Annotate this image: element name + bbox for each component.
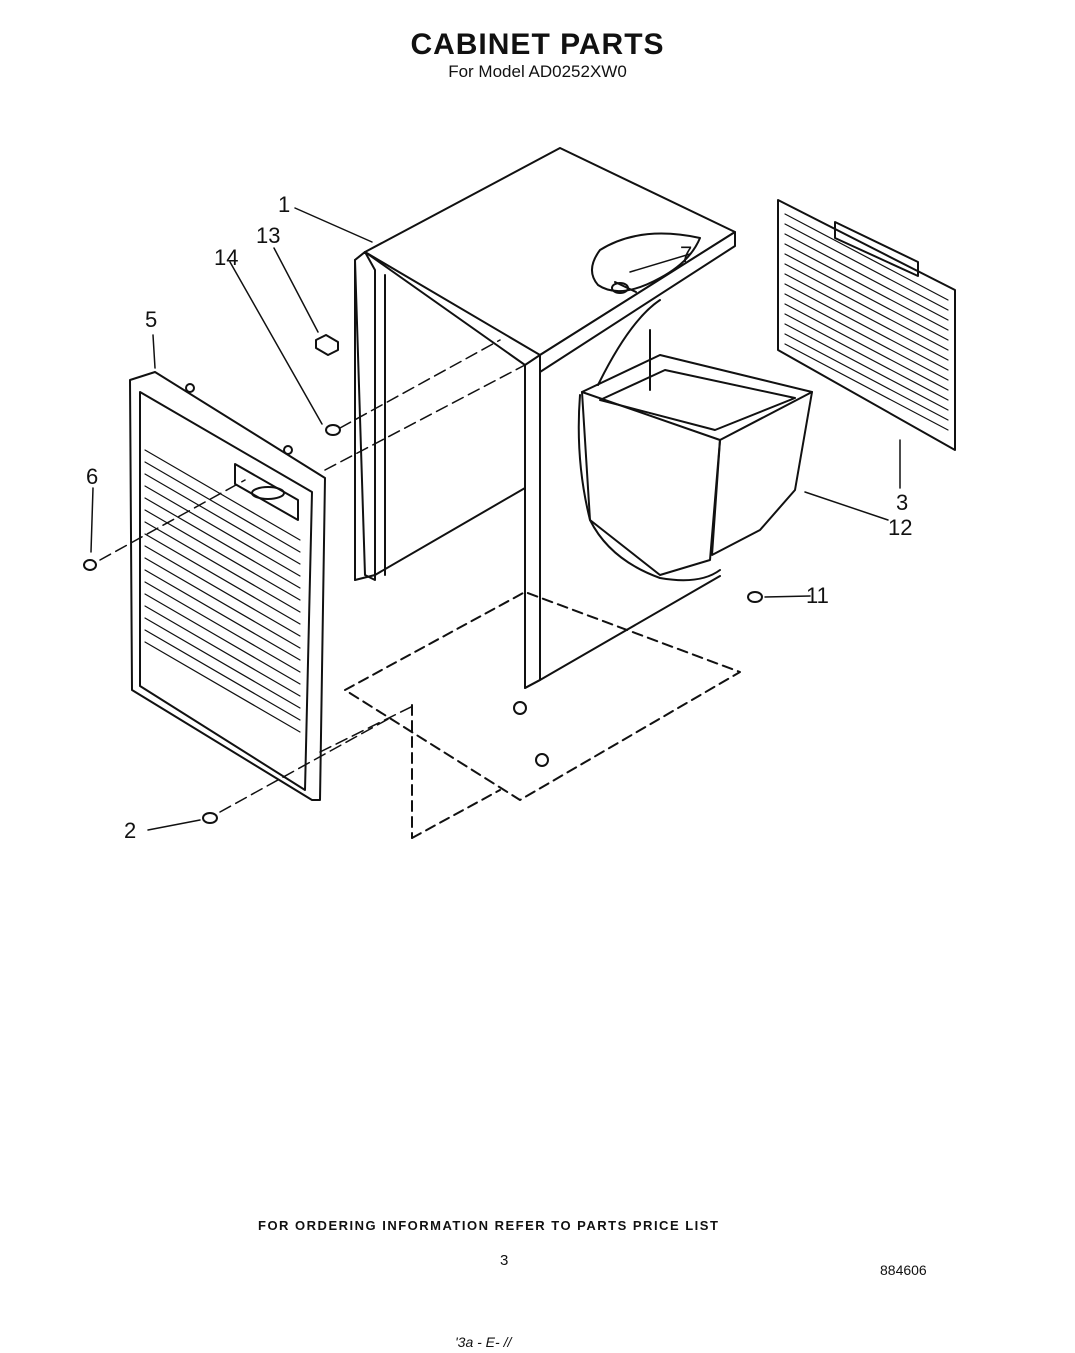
callout-12: 12 (888, 515, 912, 540)
handwritten-mark: '3a - E- // (455, 1334, 512, 1350)
callout-labels: 1 2 3 5 6 7 11 12 13 14 (86, 192, 912, 843)
rear-grille (777, 199, 956, 451)
screw-part-11 (747, 591, 763, 603)
callout-11: 11 (806, 583, 829, 608)
water-bucket (577, 299, 813, 582)
base-hole (535, 753, 549, 767)
block-part-13 (315, 334, 339, 356)
callout-3: 3 (896, 490, 908, 515)
ordering-note: FOR ORDERING INFORMATION REFER TO PARTS … (258, 1218, 720, 1233)
callout-13: 13 (256, 223, 280, 248)
clip-part-7 (611, 281, 637, 294)
screw-part-14 (325, 424, 341, 436)
cabinet-wrapper (354, 147, 736, 689)
page-title: CABINET PARTS (410, 28, 665, 61)
model-subtitle: For Model AD0252XW0 (448, 62, 627, 81)
base-pan (344, 591, 741, 839)
screw-part-2 (202, 812, 218, 824)
document-number: 884606 (880, 1262, 927, 1278)
callout-1: 1 (278, 192, 290, 217)
front-grille (129, 371, 326, 801)
page-number: 3 (500, 1252, 509, 1269)
callout-14: 14 (214, 245, 238, 270)
callout-6: 6 (86, 464, 98, 489)
callout-2: 2 (124, 818, 136, 843)
callout-7: 7 (680, 242, 692, 267)
base-hole (513, 701, 527, 715)
callout-5: 5 (145, 307, 157, 332)
knob-part-6 (83, 559, 97, 571)
